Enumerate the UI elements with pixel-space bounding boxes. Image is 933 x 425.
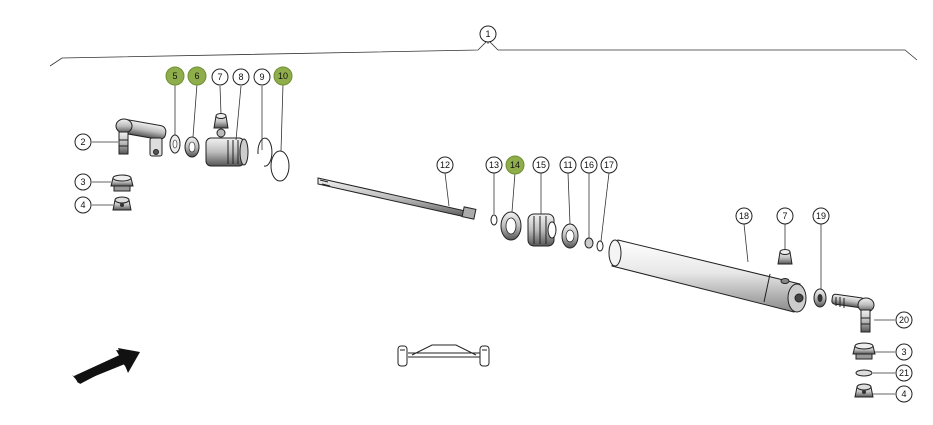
svg-text:13: 13 bbox=[489, 160, 499, 170]
washer-16 bbox=[584, 237, 594, 249]
svg-text:19: 19 bbox=[816, 211, 826, 221]
svg-text:17: 17 bbox=[604, 160, 614, 170]
seal-ring-6 bbox=[184, 136, 200, 158]
guide-bushing-14 bbox=[500, 211, 522, 241]
left-tie-rod-end bbox=[115, 118, 167, 157]
left-lock-nut bbox=[112, 196, 132, 211]
svg-text:6: 6 bbox=[194, 71, 199, 81]
snap-ring-9 bbox=[257, 137, 273, 167]
svg-text:12: 12 bbox=[440, 160, 450, 170]
callouts: 1 2 3 4 5 6 7 8 9 10 12 13 14 15 11 16 1… bbox=[74, 25, 913, 403]
callout-3-right[interactable]: 3 bbox=[895, 343, 913, 361]
left-grease-fitting bbox=[213, 113, 229, 129]
svg-text:4: 4 bbox=[901, 389, 906, 399]
callout-4-left[interactable]: 4 bbox=[74, 196, 92, 214]
svg-text:5: 5 bbox=[172, 71, 177, 81]
piston-ring-11 bbox=[561, 223, 579, 249]
svg-text:3: 3 bbox=[80, 177, 85, 187]
svg-text:16: 16 bbox=[584, 160, 594, 170]
callout-4-right[interactable]: 4 bbox=[895, 385, 913, 403]
callout-13[interactable]: 13 bbox=[485, 156, 503, 174]
leader-lines bbox=[92, 83, 895, 395]
callout-12[interactable]: 12 bbox=[436, 156, 454, 174]
socket-housing bbox=[205, 128, 249, 167]
svg-text:7: 7 bbox=[217, 72, 222, 82]
callout-1[interactable]: 1 bbox=[479, 25, 497, 43]
assembly-brace bbox=[49, 39, 918, 67]
callout-15[interactable]: 15 bbox=[532, 156, 550, 174]
callout-20[interactable]: 20 bbox=[895, 311, 913, 329]
svg-text:10: 10 bbox=[278, 71, 288, 81]
svg-text:15: 15 bbox=[536, 160, 546, 170]
svg-text:11: 11 bbox=[563, 160, 572, 170]
callout-18[interactable]: 18 bbox=[735, 207, 753, 225]
callout-5[interactable]: 5 bbox=[165, 66, 185, 86]
svg-text:21: 21 bbox=[899, 368, 909, 378]
svg-text:7: 7 bbox=[782, 211, 787, 221]
rod-ring-13 bbox=[490, 214, 498, 226]
svg-text:8: 8 bbox=[238, 72, 243, 82]
piston-15 bbox=[527, 213, 557, 247]
axle-location-sketch bbox=[397, 344, 490, 367]
right-tie-rod-end bbox=[831, 293, 875, 333]
callout-9[interactable]: 9 bbox=[253, 68, 271, 86]
callout-2[interactable]: 2 bbox=[74, 133, 92, 151]
jam-nut-19 bbox=[813, 288, 827, 308]
svg-text:14: 14 bbox=[510, 160, 520, 170]
seal-ring-5 bbox=[169, 134, 181, 154]
callout-10[interactable]: 10 bbox=[273, 66, 293, 86]
svg-text:9: 9 bbox=[259, 72, 264, 82]
right-lock-nut bbox=[854, 383, 874, 398]
callout-19[interactable]: 19 bbox=[812, 207, 830, 225]
callout-6[interactable]: 6 bbox=[187, 66, 207, 86]
callout-3-left[interactable]: 3 bbox=[74, 173, 92, 191]
svg-text:3: 3 bbox=[901, 347, 906, 357]
callout-7-right[interactable]: 7 bbox=[776, 207, 794, 225]
svg-text:1: 1 bbox=[485, 29, 490, 39]
svg-text:18: 18 bbox=[739, 211, 749, 221]
circlip-17 bbox=[596, 240, 604, 252]
svg-text:4: 4 bbox=[80, 200, 85, 210]
washer-21 bbox=[855, 369, 873, 377]
callout-11[interactable]: 11 bbox=[559, 156, 577, 174]
right-castle-nut bbox=[852, 342, 876, 360]
callout-16[interactable]: 16 bbox=[580, 156, 598, 174]
callout-17[interactable]: 17 bbox=[600, 156, 618, 174]
piston-rod bbox=[317, 177, 477, 220]
svg-text:20: 20 bbox=[899, 315, 909, 325]
callout-7-left[interactable]: 7 bbox=[211, 68, 229, 86]
o-ring-10 bbox=[270, 150, 290, 182]
cylinder-tube-18 bbox=[608, 239, 807, 313]
right-grease-fitting bbox=[777, 249, 793, 265]
left-castle-nut bbox=[110, 174, 134, 192]
callout-14[interactable]: 14 bbox=[505, 155, 525, 175]
callout-21[interactable]: 21 bbox=[895, 364, 913, 382]
callout-8[interactable]: 8 bbox=[232, 68, 250, 86]
svg-text:2: 2 bbox=[80, 137, 85, 147]
